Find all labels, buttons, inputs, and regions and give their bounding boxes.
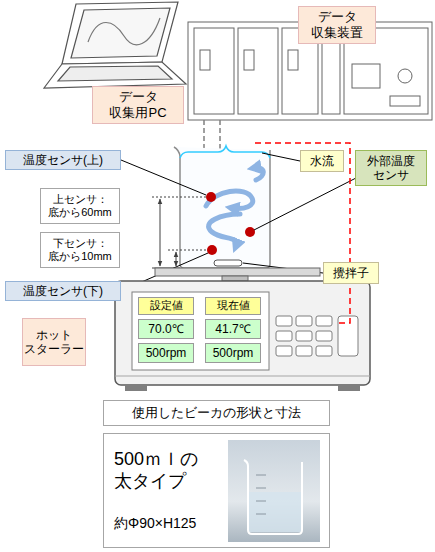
control-button — [276, 316, 292, 326]
flow-arrow — [206, 191, 253, 208]
label-text: データ 収集用PC — [95, 89, 181, 120]
laptop-base — [44, 62, 186, 88]
dimension-line — [176, 252, 177, 266]
dimension-line — [160, 199, 161, 266]
laptop-screen — [62, 2, 178, 64]
dimension-label: 下センサ： 底から10mm — [40, 232, 120, 268]
photo-beaker — [244, 460, 302, 534]
control-button — [296, 316, 312, 326]
power-switch — [390, 96, 420, 106]
label-text: 41.7℃ — [215, 322, 250, 336]
beaker-spec-box: 500ｍｌの 太タイプ約Φ90×H125 — [103, 433, 330, 548]
device-label: ホット スターラー — [22, 318, 86, 366]
label-text: 現在値 — [217, 299, 250, 312]
hot-stirrer — [115, 268, 370, 391]
stirrer-foot — [338, 385, 360, 391]
beaker-photo — [228, 440, 320, 542]
control-button — [276, 331, 292, 341]
display-value: 500rpm — [205, 343, 261, 363]
flow-label: 水流 — [300, 150, 344, 172]
stirrer-plate — [155, 268, 320, 276]
water-surface-bracket — [180, 146, 270, 158]
control-button — [296, 346, 312, 356]
label-text: 設定値 — [150, 299, 183, 312]
lower-sensor — [207, 245, 217, 255]
photo-water — [249, 492, 301, 532]
screen-curve — [88, 18, 160, 45]
stirrer-foot — [125, 385, 147, 391]
dimension-tick — [168, 250, 206, 251]
display-value: 500rpm — [138, 343, 194, 363]
control-button — [316, 346, 332, 356]
power-knob — [398, 69, 412, 83]
display-header: 現在値 — [205, 297, 261, 315]
device-label: データ 収集装置 — [298, 6, 376, 44]
module-slot — [288, 50, 298, 70]
logger-module — [238, 28, 278, 114]
stirrer-body — [115, 281, 370, 385]
display-value: 70.0℃ — [138, 319, 194, 339]
leader-line — [121, 160, 206, 195]
control-button — [316, 331, 332, 341]
graduation — [256, 514, 266, 515]
display-panel — [132, 292, 269, 370]
external-sensor — [245, 227, 255, 237]
laptop-display — [71, 8, 170, 58]
external-sensor-wire — [255, 143, 350, 323]
control-buttons — [276, 316, 358, 356]
label-text: 外部温度 センサ — [358, 154, 424, 183]
photo-graduations — [256, 475, 266, 514]
dimension-tick — [152, 197, 206, 198]
label-text: 温度センサ(上) — [23, 153, 103, 167]
control-button — [296, 331, 312, 341]
logger-module — [194, 28, 234, 114]
keyboard — [58, 66, 172, 81]
label-text: データ 収集装置 — [301, 9, 373, 40]
module-slot — [244, 50, 254, 70]
sensor-label: 温度センサ(下) — [5, 281, 121, 301]
label-text: 攪拌子 — [333, 266, 369, 280]
label-text: 下センサ： 底から10mm — [43, 237, 117, 263]
pc-label: データ 収集用PC — [92, 86, 184, 124]
label-text: 500ｍｌの 太タイプ — [114, 449, 224, 492]
sensor-label: 外部温度 センサ — [355, 150, 427, 186]
photo-background — [228, 440, 320, 542]
control-button — [276, 346, 292, 356]
leader-line — [262, 153, 300, 161]
flow-arrow — [209, 214, 240, 246]
module-slot — [200, 50, 210, 70]
part-label: 攪拌子 — [323, 262, 379, 284]
power-panel — [352, 64, 380, 88]
sensor-label: 温度センサ(上) — [5, 150, 121, 170]
label-text: 温度センサ(下) — [23, 284, 103, 298]
label-text: 使用したビーカの形状と寸法 — [132, 405, 301, 421]
leader-line — [254, 178, 356, 230]
graduation — [256, 475, 266, 476]
laptop — [44, 2, 186, 88]
display-header: 設定値 — [138, 297, 194, 315]
control-button — [316, 316, 332, 326]
label-text: 500rpm — [213, 346, 254, 360]
label-text: 水流 — [310, 154, 334, 168]
dimension-label: 上センサ： 底から60mm — [40, 188, 120, 224]
upper-sensor — [206, 192, 216, 202]
section-heading: 使用したビーカの形状と寸法 — [103, 400, 330, 426]
label-text: 70.0℃ — [148, 322, 183, 336]
water-flow — [206, 168, 263, 246]
stir-bar — [214, 260, 242, 266]
label-text: ホット スターラー — [24, 328, 84, 357]
stirrer-lip — [115, 376, 370, 377]
label-text: 約Φ90×H125 — [114, 515, 196, 532]
control-button — [338, 316, 358, 356]
leader-lines — [121, 153, 356, 291]
display-value: 41.7℃ — [205, 319, 261, 339]
label-text: 上センサ： 底から60mm — [43, 193, 117, 219]
label-text: 500rpm — [146, 346, 187, 360]
flow-arrow — [254, 168, 263, 180]
graduation — [256, 488, 266, 489]
graduation — [256, 501, 266, 502]
